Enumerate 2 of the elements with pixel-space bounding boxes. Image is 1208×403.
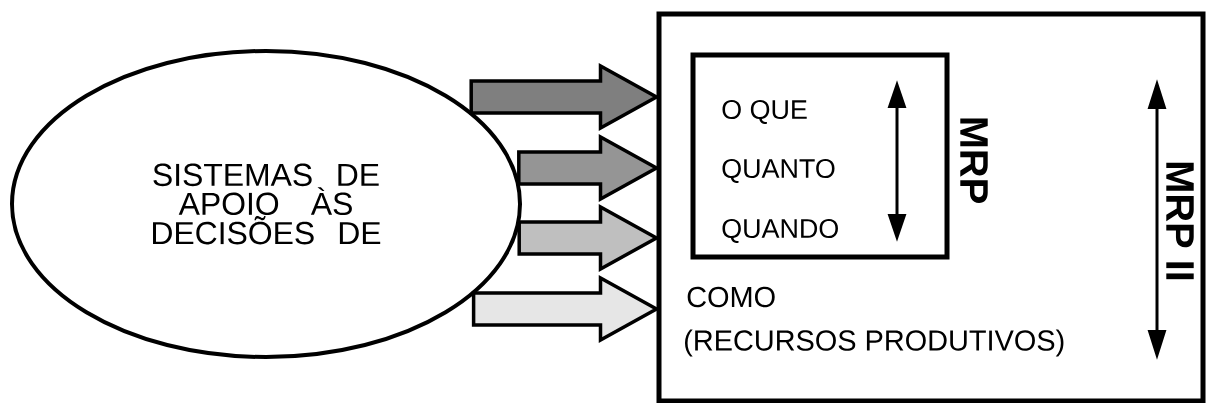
node-label: MRP: [960, 118, 988, 203]
mrp-box: O QUE QUANTO QUANDO MRP: [690, 52, 988, 260]
